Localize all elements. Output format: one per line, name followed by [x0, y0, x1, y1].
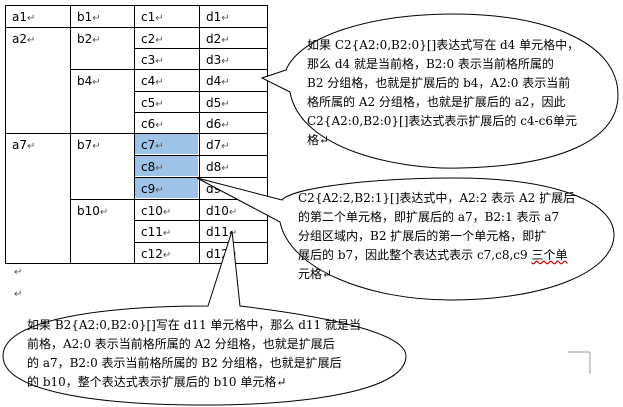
table-cell-c6: c6↵	[141, 117, 164, 131]
cell-mark: ↵	[27, 13, 35, 24]
callout-3-line: 如果 B2{A2:0,B2:0}[]写在 d11 单元格中，那么 d11 就是当	[27, 318, 361, 332]
crop-mark	[568, 351, 591, 374]
callout-3-line: 的 a7，B2:0 表示当前格所属的 B2 分组格，也就是扩展后	[27, 356, 342, 370]
cell-mark: ↵	[155, 120, 163, 131]
cell-mark: ↵	[27, 35, 35, 46]
table-cell-c9: c9↵	[141, 182, 164, 196]
table-cell-d5: d5↵	[206, 96, 230, 110]
cell-mark: ↵	[163, 207, 171, 218]
callout-2-shape	[196, 177, 615, 301]
table-cell-a7: a7↵	[12, 138, 35, 152]
cell-mark: ↵	[229, 228, 237, 239]
cell-mark: ↵	[155, 185, 163, 196]
table-cell-d6: d6↵	[206, 117, 230, 131]
cell-mark: ↵	[92, 77, 100, 88]
highlight-c9	[135, 178, 198, 198]
cell-mark: ↵	[221, 141, 229, 152]
cell-mark: ↵	[163, 250, 171, 261]
table-cell-c1: c1↵	[141, 10, 164, 24]
paragraph-mark: ↵	[14, 267, 22, 278]
cell-mark: ↵	[100, 207, 108, 218]
callout-2-line: 分组区域内，B2 扩展后的第一个单元格，即扩	[298, 229, 547, 243]
cell-mark: ↵	[221, 163, 229, 174]
table-cell-b2: b2↵	[77, 32, 101, 46]
callout-3-line: 前格，A2:0 表示当前格所属的 A2 分组格，也就是扩展后	[27, 337, 335, 351]
cell-mark: ↵	[92, 141, 100, 152]
table-cell-c10: c10↵	[141, 204, 171, 218]
cell-mark: ↵	[92, 13, 100, 24]
table-grid	[5, 5, 268, 264]
callout-1-line: 格↵	[307, 133, 330, 147]
callout-2-underlined: 三个单	[531, 248, 568, 262]
cell-mark: ↵	[221, 77, 229, 88]
table-cell-c4: c4↵	[141, 74, 164, 88]
callout-2-line-4: 展后的 b7，因此整个表达式表示 c7,c8,c9	[298, 248, 532, 262]
highlight-c7	[135, 134, 198, 154]
callout-1-text: 如果 C2{A2:0,B2:0}[]表达式写在 d4 单元格中， 那么 d4 就…	[307, 36, 579, 150]
callout-2-line: 展后的 b7，因此整个表达式表示 c7,c8,c9 三个单	[298, 246, 575, 265]
cell-mark: ↵	[155, 163, 163, 174]
highlight-group	[135, 134, 198, 198]
cell-mark: ↵	[155, 141, 163, 152]
callout-3-line: 的 b10，整个表达式表示扩展后的 b10 单元格↵	[27, 375, 287, 389]
cell-mark: ↵	[221, 35, 229, 46]
cell-mark: ↵	[92, 35, 100, 46]
table-cells: a1↵ b1↵ c1↵ d1↵ a2↵ b2↵ c2↵ d2↵ c3↵ d3↵ b4↵ c4↵ d4↵ c…	[12, 10, 237, 261]
table-cell-d8: d8↵	[206, 160, 230, 174]
paragraph-mark: ↵	[14, 289, 22, 300]
cell-mark: ↵	[155, 13, 163, 24]
callout-3-shape	[2, 230, 407, 406]
table-cell-d3: d3↵	[206, 53, 230, 67]
table-cell-d11: d11↵	[206, 225, 237, 239]
table-cell-d10: d10↵	[206, 204, 237, 218]
callout-2-text: C2{A2:2,B2:1}[]表达式中，A2:2 表示 A2 扩展后 的第二个单…	[298, 189, 575, 284]
callout-2-line: 元格↵	[298, 267, 333, 281]
table-cell-b7: b7↵	[77, 138, 101, 152]
callout-1-line: 那么 d4 就是当前格，B2:0 表示当前格所属的	[307, 57, 554, 71]
table-cell-c8: c8↵	[141, 160, 164, 174]
cell-mark: ↵	[155, 99, 163, 110]
cell-mark: ↵	[229, 207, 237, 218]
table-cell-c12: c12↵	[141, 247, 171, 261]
table-cell-b4: b4↵	[77, 74, 101, 88]
table-cell-d2: d2↵	[206, 32, 230, 46]
cell-mark: ↵	[221, 99, 229, 110]
callout-1-line: C2{A2:0,B2:0}[]表达式表示扩展后的 c4-c6单元	[307, 114, 577, 128]
cell-mark: ↵	[221, 56, 229, 67]
table-cell-d1: d1↵	[206, 10, 230, 24]
cell-mark: ↵	[221, 120, 229, 131]
table-cell-c7: c7↵	[141, 138, 164, 152]
cell-mark: ↵	[155, 56, 163, 67]
cell-mark: ↵	[155, 35, 163, 46]
table-cell-b1: b1↵	[77, 10, 101, 24]
cell-mark: ↵	[27, 141, 35, 152]
table-cell-c2: c2↵	[141, 32, 164, 46]
cell-mark: ↵	[163, 228, 171, 239]
table-cell-a1: a1↵	[12, 10, 35, 24]
table-cell-c11: c11↵	[141, 225, 171, 239]
table-cell-c3: c3↵	[141, 53, 164, 67]
cell-mark: ↵	[221, 13, 229, 24]
callout-1-line: B2 分组格，也就是扩展后的 b4，A2:0 表示当前	[307, 76, 571, 90]
table-cell-a2: a2↵	[12, 32, 35, 46]
callout-3-text: 如果 B2{A2:0,B2:0}[]写在 d11 单元格中，那么 d11 就是当…	[27, 316, 361, 392]
table-cell-d7: d7↵	[206, 138, 230, 152]
highlight-c8	[135, 156, 198, 176]
callout-2-line: C2{A2:2,B2:1}[]表达式中，A2:2 表示 A2 扩展后	[298, 191, 576, 205]
table-cell-c5: c5↵	[141, 96, 164, 110]
table-cell-b10: b10↵	[77, 204, 108, 218]
callout-2-line: 的第二个单元格，即扩展后的 a7，B2:1 表示 a7	[298, 210, 560, 224]
callout-1-line: 如果 C2{A2:0,B2:0}[]表达式写在 d4 单元格中，	[307, 38, 580, 52]
table-cell-d4: d4↵	[206, 74, 230, 88]
cell-mark: ↵	[155, 77, 163, 88]
callout-1-shape	[260, 13, 619, 169]
table-border	[5, 5, 268, 264]
callout-1-line: 格所属的 A2 分组格，也就是扩展后的 a2，因此	[307, 95, 566, 109]
